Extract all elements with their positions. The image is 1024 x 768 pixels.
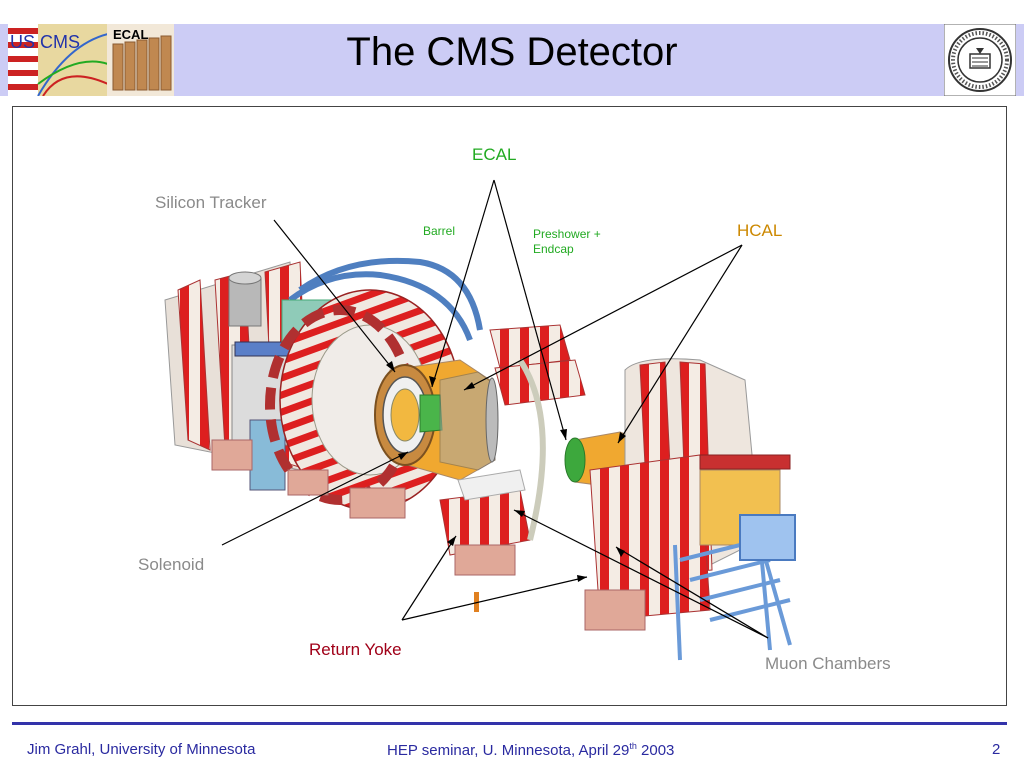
barrel-label: Barrel	[423, 224, 456, 238]
tank-cylinder	[228, 271, 262, 327]
us-cms-logo-text: US CMS	[10, 32, 80, 52]
scaffold-structure	[673, 514, 796, 661]
ecal-label: ECAL	[472, 145, 517, 164]
footer-event: HEP seminar, U. Minnesota, April 29th 20…	[387, 741, 674, 759]
solenoid-hcal-ecal-barrel	[374, 359, 499, 481]
right-endcap-disks	[584, 358, 791, 631]
preshower-endcap-label: Preshower + Endcap	[533, 227, 601, 257]
footer-author: Jim Grahl, University of Minnesota	[27, 741, 256, 758]
footer-page-number: 2	[992, 741, 1001, 758]
page-title: The CMS Detector	[346, 30, 678, 74]
hcal-label: HCAL	[737, 221, 783, 240]
university-seal-logo	[943, 23, 1017, 97]
annotation-arrows	[221, 179, 769, 639]
footer-event-text: HEP seminar, U. Minnesota, April 29	[387, 742, 630, 759]
us-cms-logo: US CMS	[8, 24, 109, 97]
silicon-tracker-label: Silicon Tracker	[155, 193, 267, 212]
footer-event-sup: th	[629, 741, 637, 751]
preshower-label-line2: Endcap	[533, 242, 574, 256]
return-yoke-label: Return Yoke	[309, 640, 402, 659]
footer-rule	[12, 722, 1007, 725]
ecal-logo-text: ECAL	[113, 27, 148, 42]
solenoid-label: Solenoid	[138, 555, 205, 574]
footer-event-year: 2003	[636, 742, 675, 759]
middle-open-wheels	[439, 324, 586, 576]
ecal-logo: ECAL	[107, 24, 174, 96]
person-figure	[474, 592, 479, 612]
arrow-heads	[386, 361, 626, 582]
muon-chambers-label: Muon Chambers	[765, 654, 891, 673]
preshower-label-line1: Preshower +	[533, 227, 601, 241]
